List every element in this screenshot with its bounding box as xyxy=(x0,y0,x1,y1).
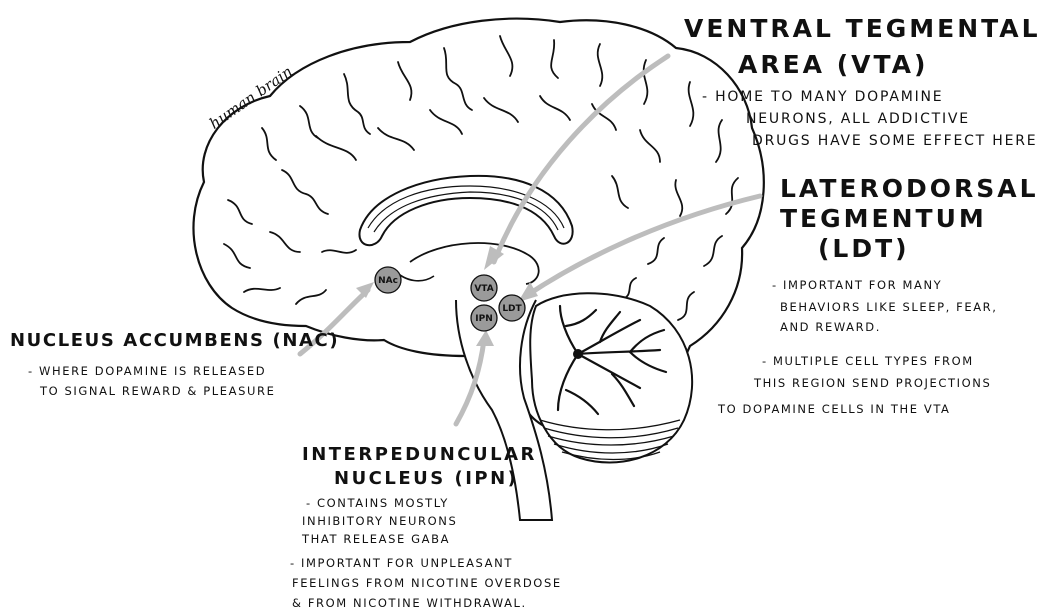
ipn-desc1-line2: INHIBITORY NEURONS xyxy=(302,516,457,528)
nac-region-label: NAc xyxy=(378,276,398,286)
ipn-desc1-line1: - CONTAINS MOSTLY xyxy=(306,498,449,510)
nac-title: NUCLEUS ACCUMBENS (NAc) xyxy=(10,332,339,350)
vta-title-line1: VENTRAL TEGMENTAL xyxy=(684,16,1041,41)
vta-region-label: VTA xyxy=(474,284,493,294)
ldt-desc1-line3: AND REWARD. xyxy=(780,322,881,334)
nac-desc-line1: - WHERE DOPAMINE IS RELEASED xyxy=(28,366,266,378)
ldt-desc1-line2: BEHAVIORS LIKE SLEEP, FEAR, xyxy=(780,302,998,314)
vta-desc-line1: - HOME TO MANY DOPAMINE xyxy=(702,90,943,104)
nac-desc-line2: TO SIGNAL REWARD & PLEASURE xyxy=(40,386,276,398)
ldt-region-label: LDT xyxy=(502,304,522,314)
ipn-desc1-line3: THAT RELEASE GABA xyxy=(302,534,450,546)
ldt-title-line2: TEGMENTUM xyxy=(780,206,987,231)
ipn-title-line1: INTERPEDUNCULAR xyxy=(302,446,537,464)
ipn-title-line2: NUCLEUS (IPN) xyxy=(334,470,518,488)
ipn-desc2-line2: FEELINGS FROM NICOTINE OVERDOSE xyxy=(292,578,562,590)
ldt-desc2-line1: - MULTIPLE CELL TYPES FROM xyxy=(762,356,974,368)
ldt-desc2-line2: THIS REGION SEND PROJECTIONS xyxy=(754,378,991,390)
ipn-desc2-line3: & FROM NICOTINE WITHDRAWAL. xyxy=(292,598,527,610)
ldt-desc2-line3: TO DOPAMINE CELLS IN THE VTA xyxy=(718,404,951,416)
ldt-desc1-line1: - IMPORTANT FOR MANY xyxy=(772,280,942,292)
ldt-title-line1: LATERODORSAL xyxy=(780,176,1039,201)
vta-desc-line3: DRUGS HAVE SOME EFFECT HERE xyxy=(752,134,1037,148)
ipn-region-label: IPN xyxy=(475,314,492,324)
vta-desc-line2: NEURONS, ALL ADDICTIVE xyxy=(746,112,970,126)
ipn-desc2-line1: - IMPORTANT FOR UNPLEASANT xyxy=(290,558,513,570)
vta-title-line2: AREA (VTA) xyxy=(738,52,928,77)
ldt-title-line3: (LDT) xyxy=(818,236,910,261)
cerebellum xyxy=(530,293,692,462)
